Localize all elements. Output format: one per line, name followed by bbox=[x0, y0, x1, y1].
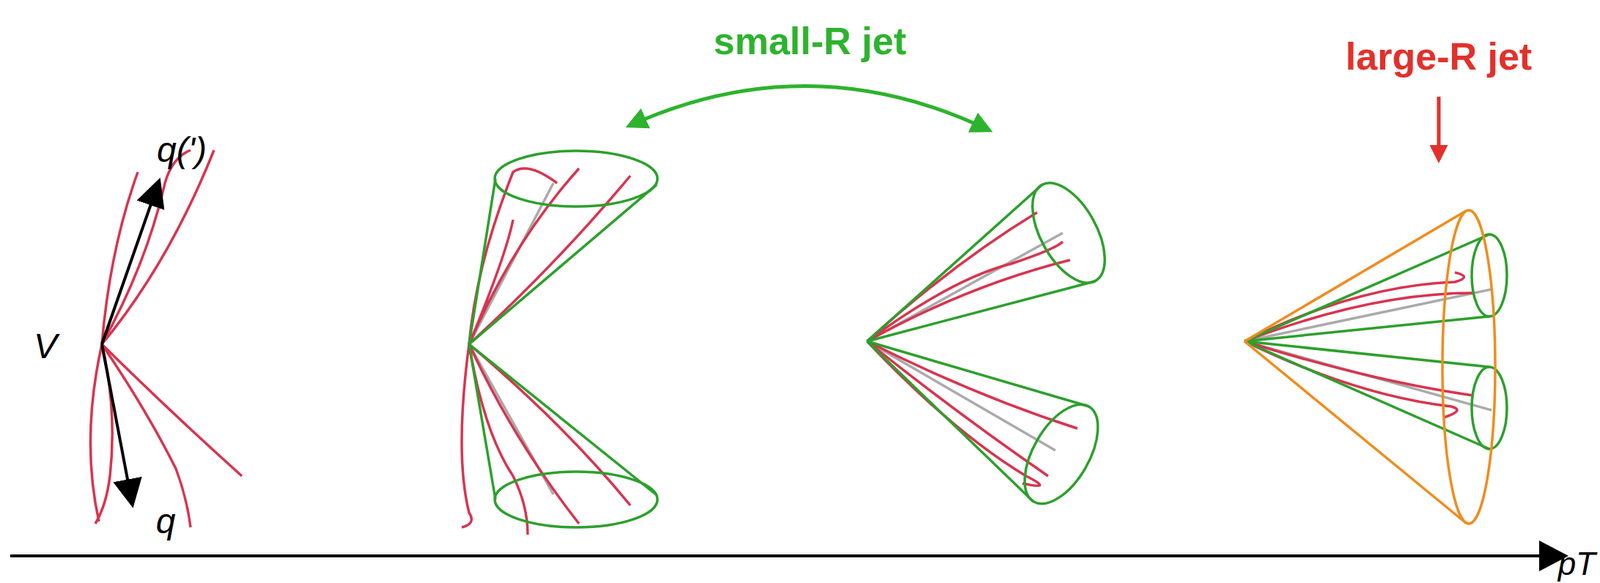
quark-arrow bbox=[101, 183, 159, 345]
parton-label: q(') bbox=[156, 132, 207, 168]
axis-label: pT bbox=[1558, 548, 1596, 581]
large-r-jet bbox=[1244, 210, 1507, 525]
pointer-arrow bbox=[1437, 96, 1441, 160]
jet-label: large-R jet bbox=[1345, 37, 1532, 76]
vertex-label: V bbox=[33, 329, 58, 365]
jet-label: small-R jet bbox=[713, 21, 907, 61]
quark-arrow bbox=[101, 344, 132, 503]
axis bbox=[10, 554, 1547, 558]
small-r-jets-narrow bbox=[867, 171, 1120, 516]
small-r-jets-wide bbox=[461, 150, 658, 536]
partons bbox=[90, 150, 242, 528]
double-arrow bbox=[628, 85, 990, 131]
parton-label: q bbox=[156, 504, 176, 540]
